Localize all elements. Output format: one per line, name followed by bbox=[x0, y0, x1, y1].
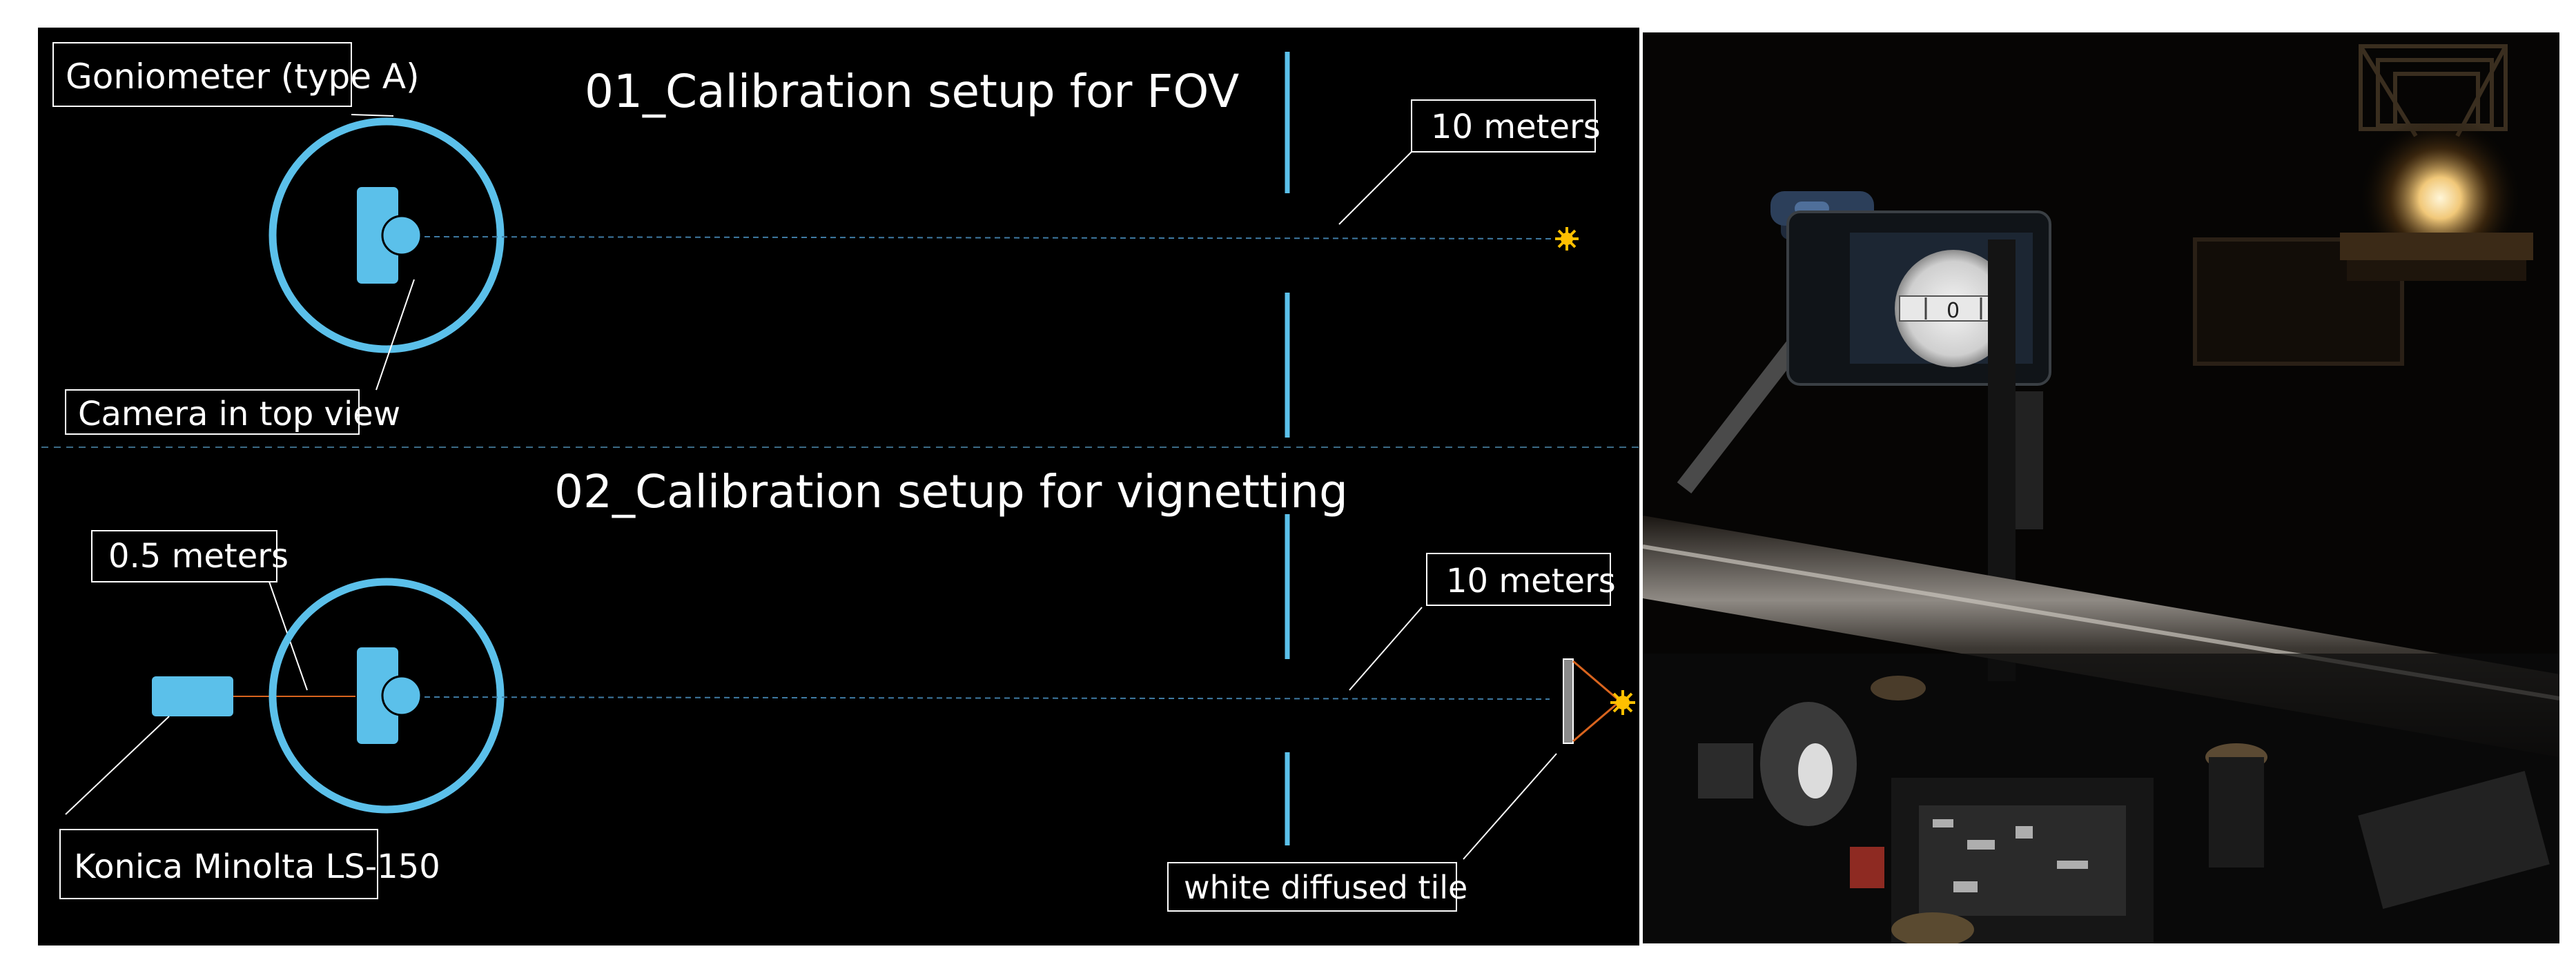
goniometer-label-box: Goniometer (type A) bbox=[52, 42, 420, 117]
goniometer-ring-icon-2 bbox=[269, 578, 505, 814]
distance-label-box: 10 meters bbox=[1338, 99, 1601, 225]
svg-text:Camera in top view: Camera in top view bbox=[78, 395, 400, 433]
lab-photo-image: 0 bbox=[1643, 32, 2559, 943]
svg-text:0.5 meters: 0.5 meters bbox=[108, 537, 289, 576]
diffuse-tile-icon bbox=[1563, 658, 1574, 744]
meter-label-box: Konica Minolta LS-150 bbox=[59, 716, 440, 899]
svg-text:0: 0 bbox=[1946, 299, 1960, 323]
optical-bench bbox=[1643, 654, 2559, 943]
camera-icon-2 bbox=[357, 647, 422, 744]
goniometer-ring-icon bbox=[269, 117, 505, 353]
optical-axis-line bbox=[424, 236, 1564, 239]
calibration-diagram: 01_Calibration setup for FOV Goniometer … bbox=[38, 28, 1639, 945]
short-distance-label-box: 0.5 meters bbox=[91, 530, 308, 691]
distance-label-box-2: 10 meters bbox=[1349, 553, 1616, 691]
luminance-meter-icon bbox=[152, 676, 233, 716]
light-source-icon-2 bbox=[1610, 690, 1635, 715]
svg-text:10 meters: 10 meters bbox=[1431, 108, 1601, 146]
svg-text:white diffused tile: white diffused tile bbox=[1184, 869, 1467, 906]
tile-label-box: white diffused tile bbox=[1167, 753, 1557, 912]
section1-title: 01_Calibration setup for FOV bbox=[585, 65, 1239, 118]
section2-title: 02_Calibration setup for vignetting bbox=[554, 465, 1348, 518]
svg-text:10 meters: 10 meters bbox=[1446, 562, 1616, 600]
svg-text:Konica Minolta LS-150: Konica Minolta LS-150 bbox=[74, 847, 440, 886]
illumination-beam bbox=[1572, 660, 1621, 743]
camera-label-box: Camera in top view bbox=[65, 279, 415, 435]
camera-icon bbox=[357, 187, 422, 284]
light-source-icon bbox=[1555, 227, 1579, 251]
svg-text:Goniometer (type A): Goniometer (type A) bbox=[66, 57, 420, 97]
optical-axis-line-2 bbox=[424, 696, 1550, 700]
